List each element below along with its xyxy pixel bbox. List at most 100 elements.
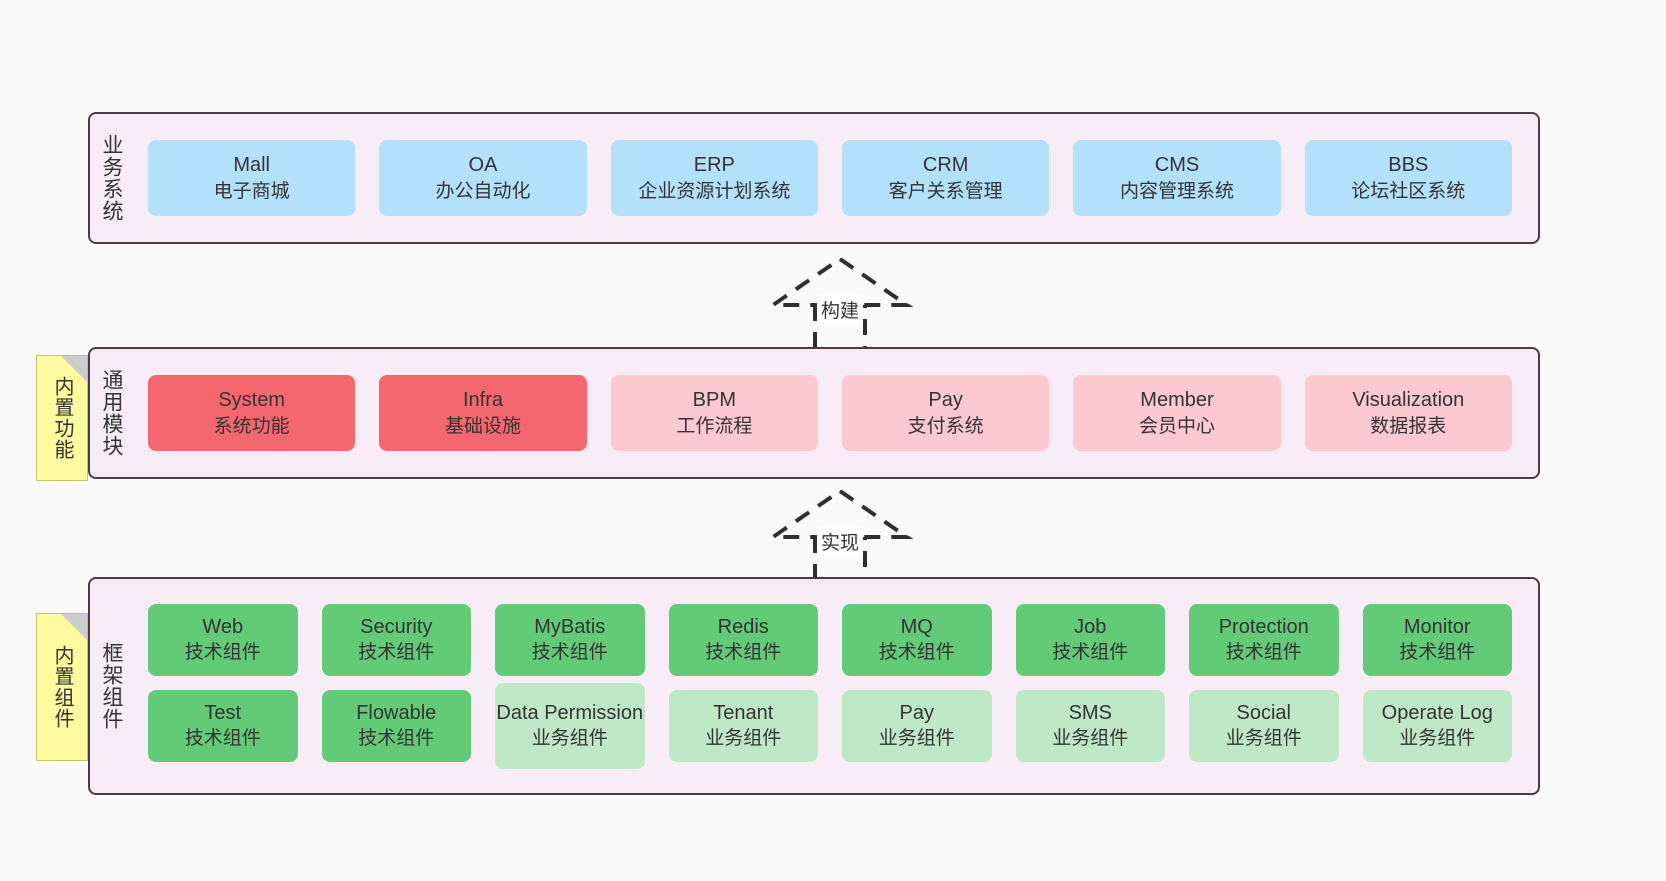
card-title: Visualization <box>1352 389 1465 412</box>
layer-framework-components: 框架组件 Web 技术组件 Security 技术组件 MyBatis 技术组件… <box>88 577 1540 795</box>
card-subtitle: 技术组件 <box>358 642 435 664</box>
layer-business-label: 业务系统 <box>100 134 124 222</box>
card-title: BBS <box>1388 154 1429 177</box>
card-subtitle: 客户关系管理 <box>888 180 1003 202</box>
card-security[interactable]: Security 技术组件 <box>321 603 471 676</box>
card-pay-module[interactable]: Pay 支付系统 <box>841 375 1050 451</box>
layer-common-body: System 系统功能 Infra 基础设施 BPM 工作流程 Pay 支付系统… <box>132 349 1538 477</box>
card-operate-log[interactable]: Operate Log 业务组件 <box>1362 689 1512 762</box>
layer-business-body: Mall 电子商城 OA 办公自动化 ERP 企业资源计划系统 CRM 客户关系… <box>132 114 1538 242</box>
card-subtitle: 技术组件 <box>878 642 955 664</box>
card-visualization[interactable]: Visualization 数据报表 <box>1304 375 1512 451</box>
card-subtitle: 基础设施 <box>444 415 521 437</box>
framework-card-row-2: Test 技术组件 Flowable 技术组件 Data Permission … <box>136 682 1524 769</box>
connector-build-label: 构建 <box>816 295 864 324</box>
card-infra[interactable]: Infra 基础设施 <box>379 375 587 451</box>
connector-implement-arrow: 实现 <box>755 485 925 585</box>
card-subtitle: 技术组件 <box>184 642 261 664</box>
card-subtitle: 论坛社区系统 <box>1351 180 1466 202</box>
card-title: Data Permission <box>496 701 644 724</box>
card-bbs[interactable]: BBS 论坛社区系统 <box>1304 140 1512 216</box>
card-subtitle: 企业资源计划系统 <box>638 180 791 202</box>
card-subtitle: 技术组件 <box>705 642 782 664</box>
card-member[interactable]: Member 会员中心 <box>1073 375 1281 451</box>
card-sms[interactable]: SMS 业务组件 <box>1015 689 1165 762</box>
card-oa[interactable]: OA 办公自动化 <box>379 140 587 216</box>
layer-common-label: 通用模块 <box>100 369 124 457</box>
card-subtitle: 业务组件 <box>878 728 955 750</box>
common-card-row: System 系统功能 Infra 基础设施 BPM 工作流程 Pay 支付系统… <box>136 375 1524 451</box>
card-redis[interactable]: Redis 技术组件 <box>668 603 818 676</box>
framework-card-row-1: Web 技术组件 Security 技术组件 MyBatis 技术组件 Redi… <box>136 603 1524 676</box>
connector-implement-label: 实现 <box>816 527 864 556</box>
card-title: Flowable <box>356 701 437 724</box>
card-pay-component[interactable]: Pay 业务组件 <box>842 689 992 762</box>
card-title: Mall <box>233 154 270 177</box>
layer-business-systems: 业务系统 Mall 电子商城 OA 办公自动化 ERP 企业资源计划系统 CRM <box>88 112 1540 244</box>
card-subtitle: 技术组件 <box>1225 642 1302 664</box>
card-title: Infra <box>462 389 503 412</box>
card-erp[interactable]: ERP 企业资源计划系统 <box>610 140 818 216</box>
layer-framework-body: Web 技术组件 Security 技术组件 MyBatis 技术组件 Redi… <box>132 579 1538 793</box>
card-title: Redis <box>717 615 769 638</box>
card-title: MQ <box>900 615 933 638</box>
card-title: Member <box>1140 389 1214 412</box>
card-subtitle: 会员中心 <box>1138 415 1215 437</box>
card-subtitle: 业务组件 <box>705 728 782 750</box>
card-subtitle: 业务组件 <box>1225 728 1302 750</box>
card-mybatis[interactable]: MyBatis 技术组件 <box>495 603 645 676</box>
business-card-row: Mall 电子商城 OA 办公自动化 ERP 企业资源计划系统 CRM 客户关系… <box>136 140 1524 216</box>
connector-build-arrow: 构建 <box>755 253 925 353</box>
card-title: Operate Log <box>1381 701 1493 724</box>
card-title: OA <box>468 154 498 177</box>
card-protection[interactable]: Protection 技术组件 <box>1189 603 1339 676</box>
card-title: Pay <box>928 389 963 412</box>
card-subtitle: 业务组件 <box>1399 728 1476 750</box>
card-subtitle: 工作流程 <box>676 415 753 437</box>
card-subtitle: 数据报表 <box>1370 415 1447 437</box>
card-job[interactable]: Job 技术组件 <box>1015 603 1165 676</box>
card-subtitle: 技术组件 <box>1399 642 1476 664</box>
card-title: ERP <box>693 154 735 177</box>
note-label: 内置组件 <box>51 645 73 729</box>
card-subtitle: 办公自动化 <box>435 180 531 202</box>
note-label: 内置功能 <box>51 376 73 460</box>
card-subtitle: 技术组件 <box>184 728 261 750</box>
card-subtitle: 系统功能 <box>213 415 290 437</box>
card-title: Web <box>202 615 244 638</box>
card-title: Job <box>1074 615 1107 638</box>
card-bpm[interactable]: BPM 工作流程 <box>610 375 818 451</box>
card-title: CMS <box>1154 154 1200 177</box>
card-title: Social <box>1236 701 1291 724</box>
card-subtitle: 技术组件 <box>1052 642 1129 664</box>
card-title: Monitor <box>1403 615 1471 638</box>
card-title: MyBatis <box>534 615 606 638</box>
card-mq[interactable]: MQ 技术组件 <box>842 603 992 676</box>
note-builtin-components: 内置组件 <box>36 613 88 761</box>
card-data-permission[interactable]: Data Permission 业务组件 <box>495 682 645 769</box>
card-subtitle: 技术组件 <box>358 728 435 750</box>
card-social[interactable]: Social 业务组件 <box>1189 689 1339 762</box>
card-web[interactable]: Web 技术组件 <box>148 603 298 676</box>
card-cms[interactable]: CMS 内容管理系统 <box>1073 140 1281 216</box>
card-title: System <box>218 389 285 412</box>
card-title: CRM <box>922 154 969 177</box>
card-crm[interactable]: CRM 客户关系管理 <box>841 140 1050 216</box>
card-title: SMS <box>1068 701 1112 724</box>
card-monitor[interactable]: Monitor 技术组件 <box>1362 603 1512 676</box>
card-flowable[interactable]: Flowable 技术组件 <box>321 689 471 762</box>
card-tenant[interactable]: Tenant 业务组件 <box>668 689 818 762</box>
card-title: Protection <box>1218 615 1309 638</box>
note-builtin-features: 内置功能 <box>36 355 88 481</box>
card-system[interactable]: System 系统功能 <box>148 375 356 451</box>
card-title: Pay <box>899 701 934 724</box>
card-subtitle: 内容管理系统 <box>1119 180 1234 202</box>
card-title: Test <box>204 701 242 724</box>
layer-framework-label: 框架组件 <box>100 642 124 730</box>
card-subtitle: 业务组件 <box>531 728 608 750</box>
card-subtitle: 业务组件 <box>1052 728 1129 750</box>
card-test[interactable]: Test 技术组件 <box>148 689 298 762</box>
layer-common-modules: 通用模块 System 系统功能 Infra 基础设施 BPM 工作流程 Pay <box>88 347 1540 479</box>
card-mall[interactable]: Mall 电子商城 <box>148 140 356 216</box>
